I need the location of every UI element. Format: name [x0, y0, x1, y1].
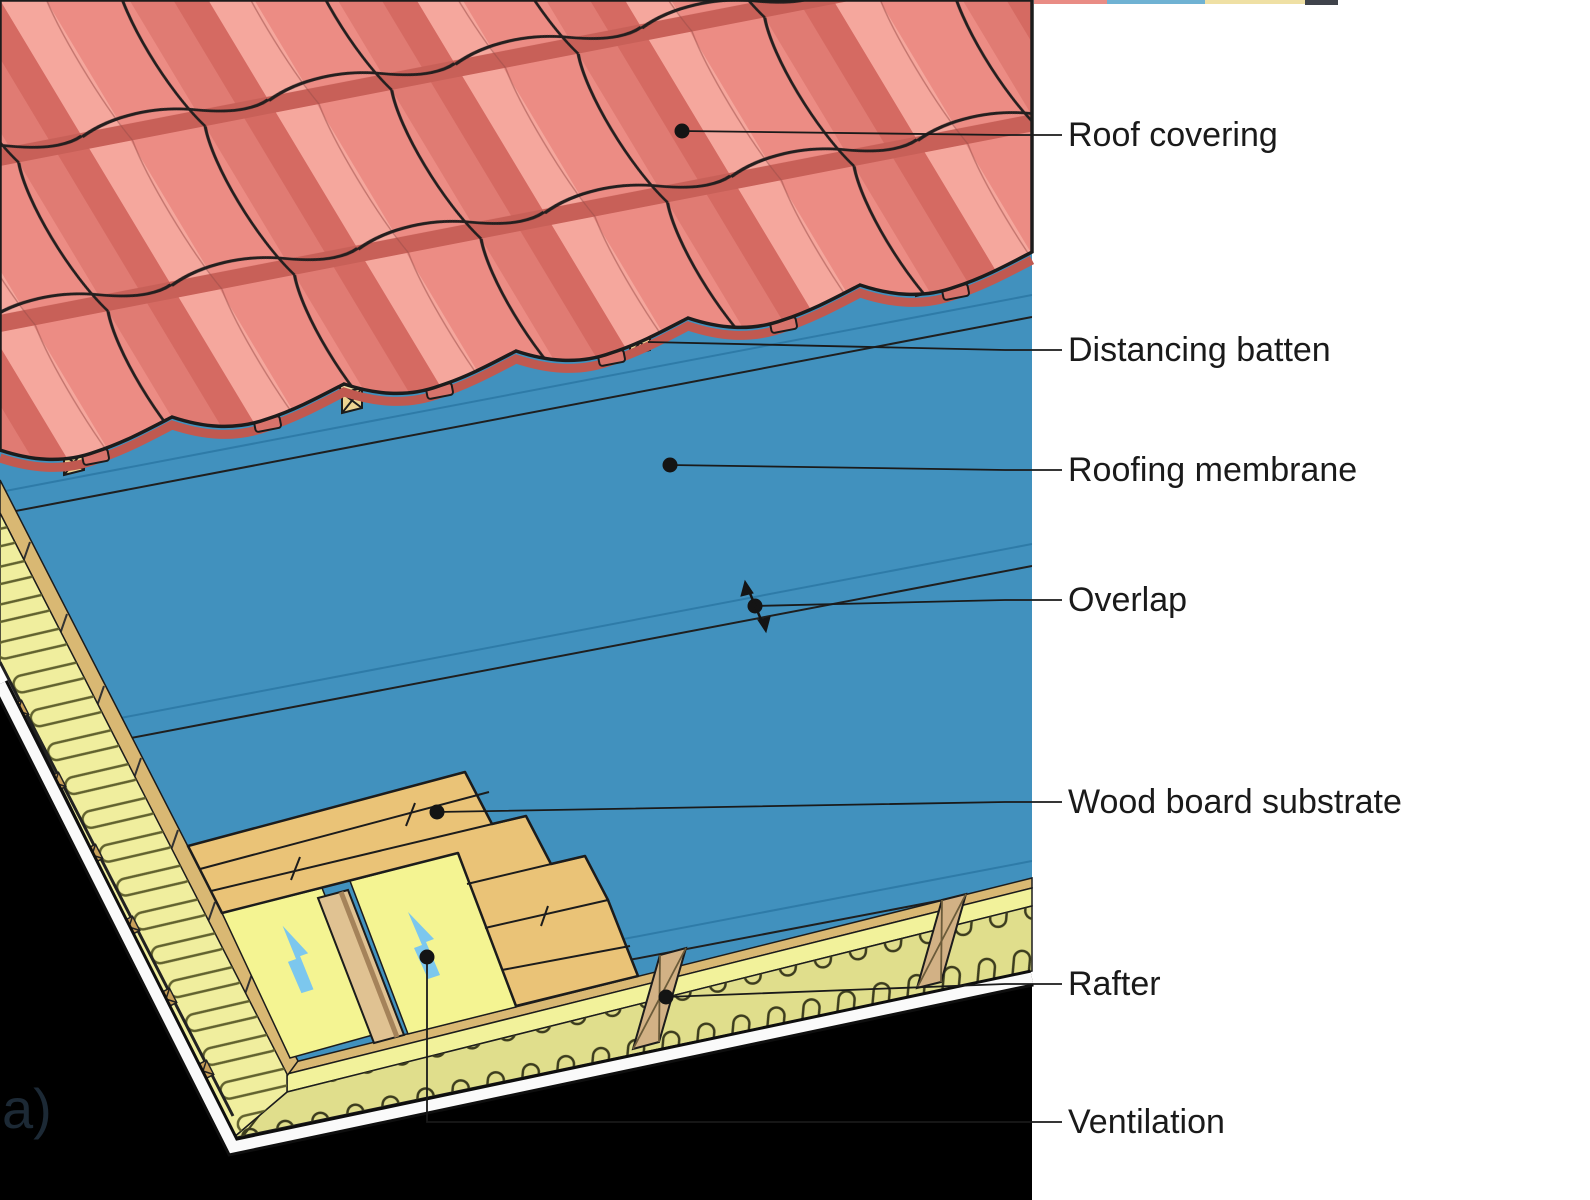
label-roofing-membrane: Roofing membrane: [1068, 451, 1358, 489]
top-cropped-strip: [1034, 0, 1338, 5]
ceiling-board-strip: [0, 680, 1034, 1157]
roof-covering-tiles: [0, 0, 1035, 472]
leader-lines: [426, 130, 1062, 1123]
label-wood-board-substrate: Wood board substrate: [1068, 783, 1402, 821]
label-ventilation: Ventilation: [1068, 1103, 1225, 1141]
label-rafter: Rafter: [1068, 965, 1161, 1003]
bottom-section-cut: [232, 877, 1033, 1141]
double-headed-arrow-icon: [740, 579, 771, 634]
label-overlap: Overlap: [1068, 581, 1188, 619]
label-distancing-batten: Distancing batten: [1068, 331, 1331, 369]
rafter-top-face: [316, 888, 406, 1045]
label-roof-covering: Roof covering: [1068, 116, 1278, 154]
left-section-cut: [0, 479, 299, 1140]
panel-letter: a): [2, 1077, 52, 1140]
substrate-and-ventilation: [186, 770, 640, 1059]
airflow-arrow-icon: [282, 925, 314, 994]
wood-board-substrate: [186, 770, 640, 1008]
rafter-cut-face: [915, 892, 968, 990]
void-shadow: [0, 688, 1032, 1200]
